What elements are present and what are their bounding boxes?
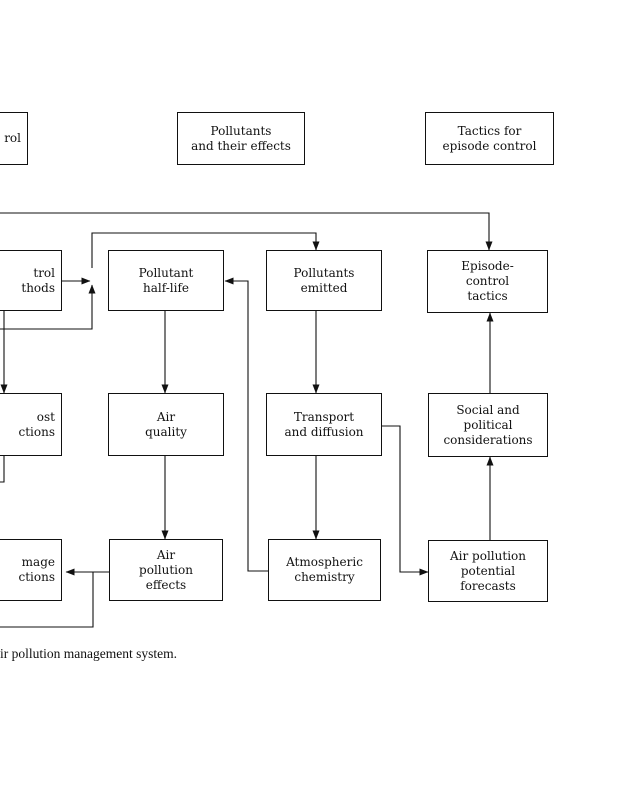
box-transport-diffusion: Transport and diffusion	[266, 393, 382, 456]
box-air-quality: Air quality	[108, 393, 224, 456]
box-social-political: Social and political considerations	[428, 393, 548, 457]
left-return-line	[0, 284, 96, 330]
bottom-loop-line	[0, 572, 94, 628]
box-damage-functions: mage ctions	[0, 539, 62, 601]
box-episode-control-tactics: Episode- control tactics	[427, 250, 548, 313]
cost-lower-line	[0, 456, 5, 483]
header-control-partial: rol	[0, 112, 28, 165]
header-pollutants-effects: Pollutants and their effects	[177, 112, 305, 165]
box-pollutant-half-life: Pollutant half-life	[108, 250, 224, 311]
box-cost-functions: ost ctions	[0, 393, 62, 456]
box-air-pollution-forecasts: Air pollution potential forecasts	[428, 540, 548, 602]
figure-caption: ir pollution management system.	[0, 646, 177, 661]
control-to-emitted-line	[91, 232, 320, 268]
feedback-line-top	[0, 212, 493, 251]
box-atmospheric-chemistry: Atmospheric chemistry	[268, 539, 381, 601]
chemistry-to-halflife-line	[224, 277, 268, 572]
box-pollutants-emitted: Pollutants emitted	[266, 250, 382, 311]
box-air-pollution-effects: Air pollution effects	[109, 539, 223, 601]
transport-to-forecasts-line	[366, 425, 429, 576]
header-tactics-episode: Tactics for episode control	[425, 112, 554, 165]
box-control-methods: trol thods	[0, 250, 62, 311]
